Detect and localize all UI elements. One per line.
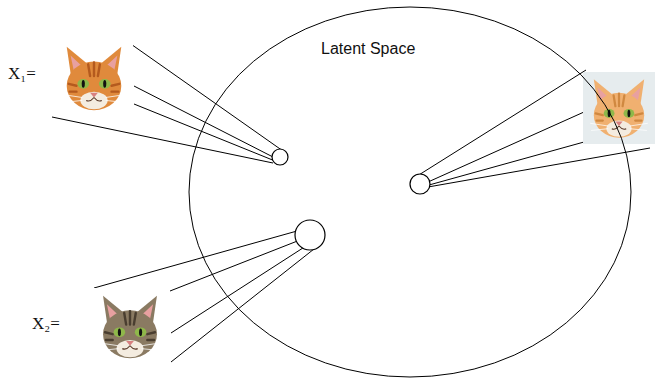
leader-line (134, 86, 273, 157)
leader-line (52, 117, 273, 163)
cat-images (55, 39, 655, 365)
leader-line (414, 70, 586, 178)
leader-line (94, 231, 297, 288)
leader-line (171, 249, 314, 362)
cat-photo (55, 39, 133, 117)
input-label: X₂= (32, 314, 60, 334)
region-ellipse (189, 7, 631, 377)
latent-point (410, 174, 430, 194)
leader-line (170, 240, 300, 291)
leader-line (428, 148, 650, 187)
leader-line (128, 42, 283, 151)
latent-point (295, 220, 325, 250)
input-label: X₁= (8, 64, 36, 84)
region-outline (188, 6, 632, 378)
leader-line (171, 246, 306, 333)
latent-points (272, 149, 430, 250)
region-title: Latent Space (321, 40, 415, 58)
cat-photo (583, 72, 655, 144)
latent-point (272, 149, 288, 165)
leader-line (134, 104, 275, 161)
leader-line (428, 112, 584, 182)
cat-photo (92, 288, 169, 365)
latent-space-region: Latent Space (188, 6, 632, 378)
